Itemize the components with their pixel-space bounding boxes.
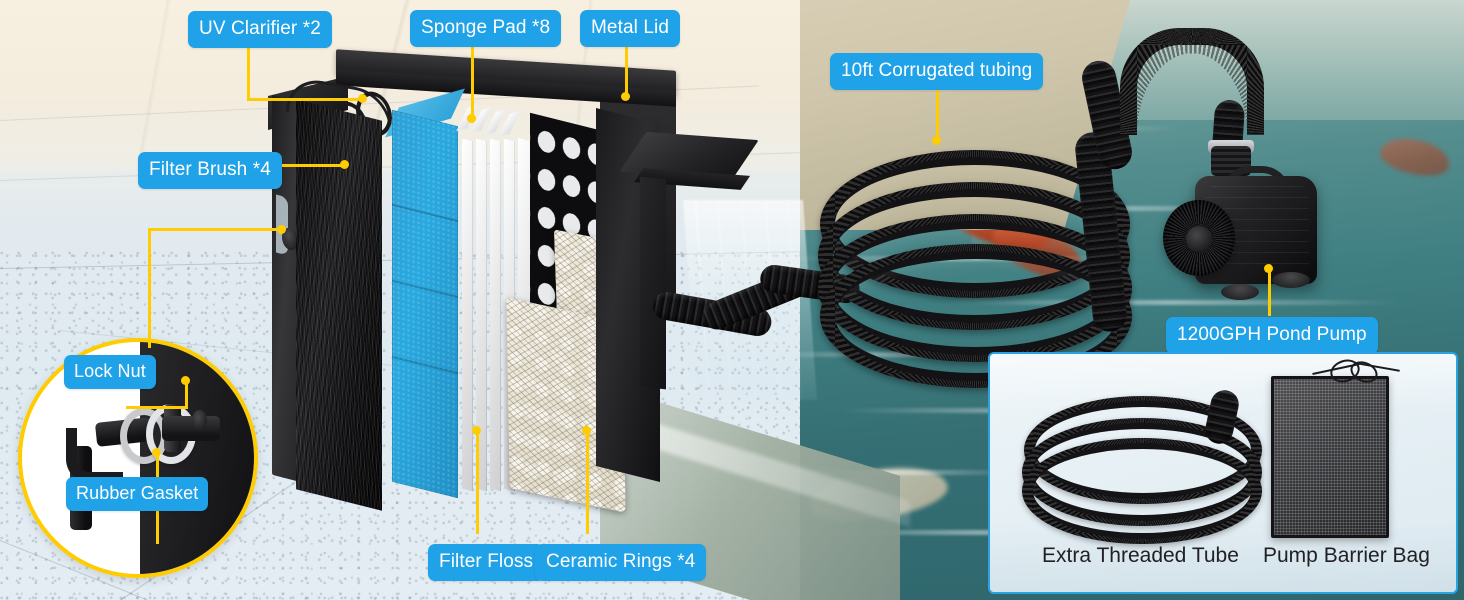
- callout-tag-corrugated-tubing[interactable]: 10ft Corrugated tubing: [830, 53, 1044, 90]
- leader-pond-pump: [1268, 268, 1271, 316]
- koi-fish: [1376, 132, 1454, 182]
- callout-tag-sponge-pad[interactable]: Sponge Pad *8: [410, 10, 562, 47]
- leader-filter-floss: [476, 430, 479, 534]
- callout-tag-rubber-gasket[interactable]: Rubber Gasket: [66, 477, 209, 511]
- leader-uv-clarifier: [247, 98, 363, 101]
- leader-metal-lid: [625, 40, 628, 98]
- leader-dot-corrugated-tubing: [932, 136, 941, 145]
- tube-coil-loop: [1022, 438, 1262, 544]
- leader-lock-nut: [126, 406, 188, 409]
- pump-impeller-hub: [1186, 226, 1212, 252]
- pump-suction-cup: [1221, 284, 1259, 300]
- accessories-inset-panel: Extra Threaded Tube Pump Barrier Bag: [988, 352, 1458, 594]
- callout-tag-uv-clarifier[interactable]: UV Clarifier *2: [188, 11, 332, 48]
- callout-tag-pond-pump[interactable]: 1200GPH Pond Pump: [1166, 317, 1378, 354]
- leader-bulkhead-h: [148, 228, 280, 231]
- leader-dot-filter-brush: [340, 160, 349, 169]
- leader-corrugated-tubing: [936, 84, 939, 140]
- filter-brush-bundle: [296, 99, 382, 511]
- leader-dot-metal-lid: [621, 92, 630, 101]
- callout-tag-ceramic-rings[interactable]: Ceramic Rings *4: [535, 544, 707, 581]
- pump-suction-cup: [1272, 272, 1310, 288]
- callout-tag-filter-brush[interactable]: Filter Brush *4: [138, 152, 282, 189]
- water-ripple: [800, 530, 1160, 535]
- leader-bulkhead-v: [148, 228, 151, 348]
- water-ripple: [940, 300, 1400, 305]
- inset-caption-extra-threaded-tube: Extra Threaded Tube: [1042, 544, 1239, 567]
- leader-filter-brush: [258, 164, 344, 167]
- leader-dot-lock-nut: [181, 376, 190, 385]
- leader-dot-sponge-pad: [467, 114, 476, 123]
- callout-tag-filter-floss[interactable]: Filter Floss: [428, 544, 545, 581]
- leader-sponge-pad: [471, 40, 474, 120]
- filter-floss-sheet: [462, 138, 473, 492]
- pump-barrier-bag-image: [1271, 376, 1389, 538]
- filter-floss-sheet: [490, 138, 501, 492]
- leader-dot-rubber-gasket: [152, 448, 161, 457]
- leader-ceramic-rings: [586, 430, 589, 534]
- inset-caption-pump-barrier-bag: Pump Barrier Bag: [1263, 544, 1430, 567]
- detail-threaded-nipple: [162, 416, 220, 441]
- callout-tag-lock-nut[interactable]: Lock Nut: [64, 355, 156, 389]
- leader-uv-clarifier: [247, 42, 250, 100]
- callout-tag-metal-lid[interactable]: Metal Lid: [580, 10, 680, 47]
- leader-dot-pond-pump: [1264, 264, 1273, 273]
- leader-dot-bulkhead: [277, 225, 286, 234]
- leader-dot-uv-clarifier: [358, 94, 367, 103]
- leader-dot-ceramic-rings: [582, 426, 591, 435]
- leader-lock-nut: [185, 380, 188, 408]
- sponge-pad-stack: [392, 109, 458, 499]
- waterfall-spillway-neck: [640, 176, 666, 390]
- detail-wall-hole: [192, 410, 207, 430]
- leader-dot-filter-floss: [472, 426, 481, 435]
